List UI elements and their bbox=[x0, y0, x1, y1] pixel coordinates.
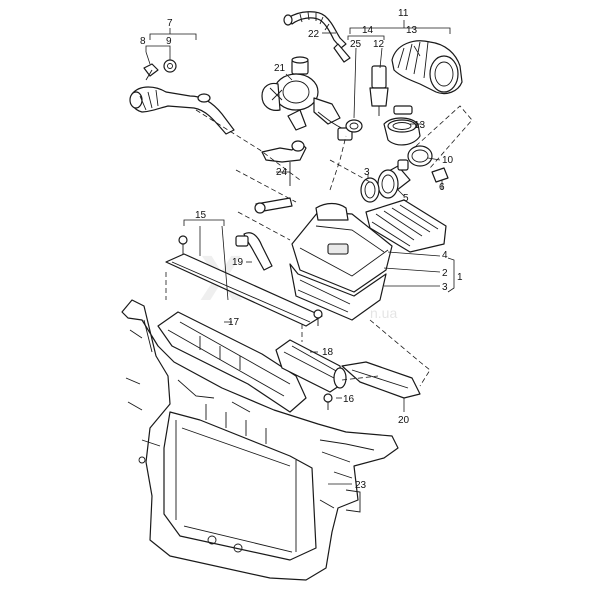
part-5-flow-meter[interactable] bbox=[377, 159, 411, 199]
part-19-hose[interactable] bbox=[235, 232, 273, 271]
part-hose-clip[interactable] bbox=[254, 197, 293, 214]
callout-11: 11 bbox=[398, 8, 409, 19]
callout-labels: 7 8 9 11 14 13 22 25 12 21 13 10 3 6 5 2… bbox=[140, 8, 463, 491]
callout-18: 18 bbox=[322, 347, 334, 358]
bracket-8-9 bbox=[145, 45, 171, 52]
callout-10: 10 bbox=[442, 155, 454, 166]
bracket-15 bbox=[183, 219, 225, 226]
bracket-1 bbox=[447, 257, 455, 293]
bracket-14 bbox=[347, 35, 385, 40]
part-16-screw[interactable] bbox=[323, 393, 333, 410]
callout-15: 15 bbox=[195, 210, 207, 221]
assembly-dashed-lines bbox=[165, 105, 473, 387]
callout-13-mid: 13 bbox=[414, 120, 426, 131]
part-13-intake-pipe[interactable] bbox=[383, 105, 421, 146]
part-18-duct[interactable] bbox=[275, 339, 347, 393]
part-3-seal-ring[interactable] bbox=[360, 177, 380, 203]
callout-16: 16 bbox=[343, 394, 355, 405]
part-screw-mid[interactable] bbox=[313, 309, 323, 326]
part-24-bracket[interactable] bbox=[261, 140, 307, 186]
callout-6: 6 bbox=[439, 182, 445, 193]
callout-2: 2 bbox=[442, 268, 448, 279]
callout-14: 14 bbox=[362, 25, 374, 36]
callout-24: 24 bbox=[276, 167, 288, 178]
part-1-air-filter-housing[interactable] bbox=[289, 202, 393, 321]
part-10-clamp[interactable] bbox=[407, 145, 433, 167]
part-23-lock-carrier[interactable] bbox=[121, 299, 399, 581]
callout-21: 21 bbox=[274, 63, 286, 74]
part-7-intake-hose[interactable] bbox=[129, 86, 235, 135]
bracket-7 bbox=[149, 33, 197, 40]
part-9-grommet[interactable] bbox=[163, 59, 177, 73]
leader-lines bbox=[145, 32, 443, 485]
part-6-connector[interactable] bbox=[431, 167, 449, 183]
watermark-site: n.ua bbox=[370, 305, 397, 321]
callout-19: 19 bbox=[232, 257, 244, 268]
callout-25: 25 bbox=[350, 39, 362, 50]
part-17-air-guide[interactable] bbox=[157, 311, 307, 413]
part-12-sensor[interactable] bbox=[369, 65, 389, 116]
callout-13-top: 13 bbox=[406, 25, 418, 36]
callout-8: 8 bbox=[140, 36, 146, 47]
part-25-o-ring[interactable] bbox=[345, 119, 363, 133]
callout-9: 9 bbox=[166, 36, 172, 47]
callout-17: 17 bbox=[228, 317, 240, 328]
callout-12: 12 bbox=[373, 39, 385, 50]
callout-3-lower: 3 bbox=[442, 282, 448, 293]
part-8-screw[interactable] bbox=[143, 63, 159, 81]
callout-1: 1 bbox=[457, 272, 463, 283]
callout-3-upper: 3 bbox=[364, 167, 370, 178]
bracket-11 bbox=[349, 27, 451, 34]
callout-22: 22 bbox=[308, 29, 320, 40]
callout-20: 20 bbox=[398, 415, 410, 426]
callout-4: 4 bbox=[442, 250, 448, 261]
part-11-air-duct[interactable] bbox=[391, 40, 463, 95]
callout-7: 7 bbox=[167, 18, 173, 29]
part-21-valve-assembly[interactable] bbox=[261, 56, 353, 141]
callout-5: 5 bbox=[403, 193, 409, 204]
part-22-hose[interactable] bbox=[283, 11, 351, 63]
part-screw-top[interactable] bbox=[178, 235, 188, 254]
callout-23: 23 bbox=[355, 480, 367, 491]
part-20-deflector[interactable] bbox=[341, 361, 421, 399]
